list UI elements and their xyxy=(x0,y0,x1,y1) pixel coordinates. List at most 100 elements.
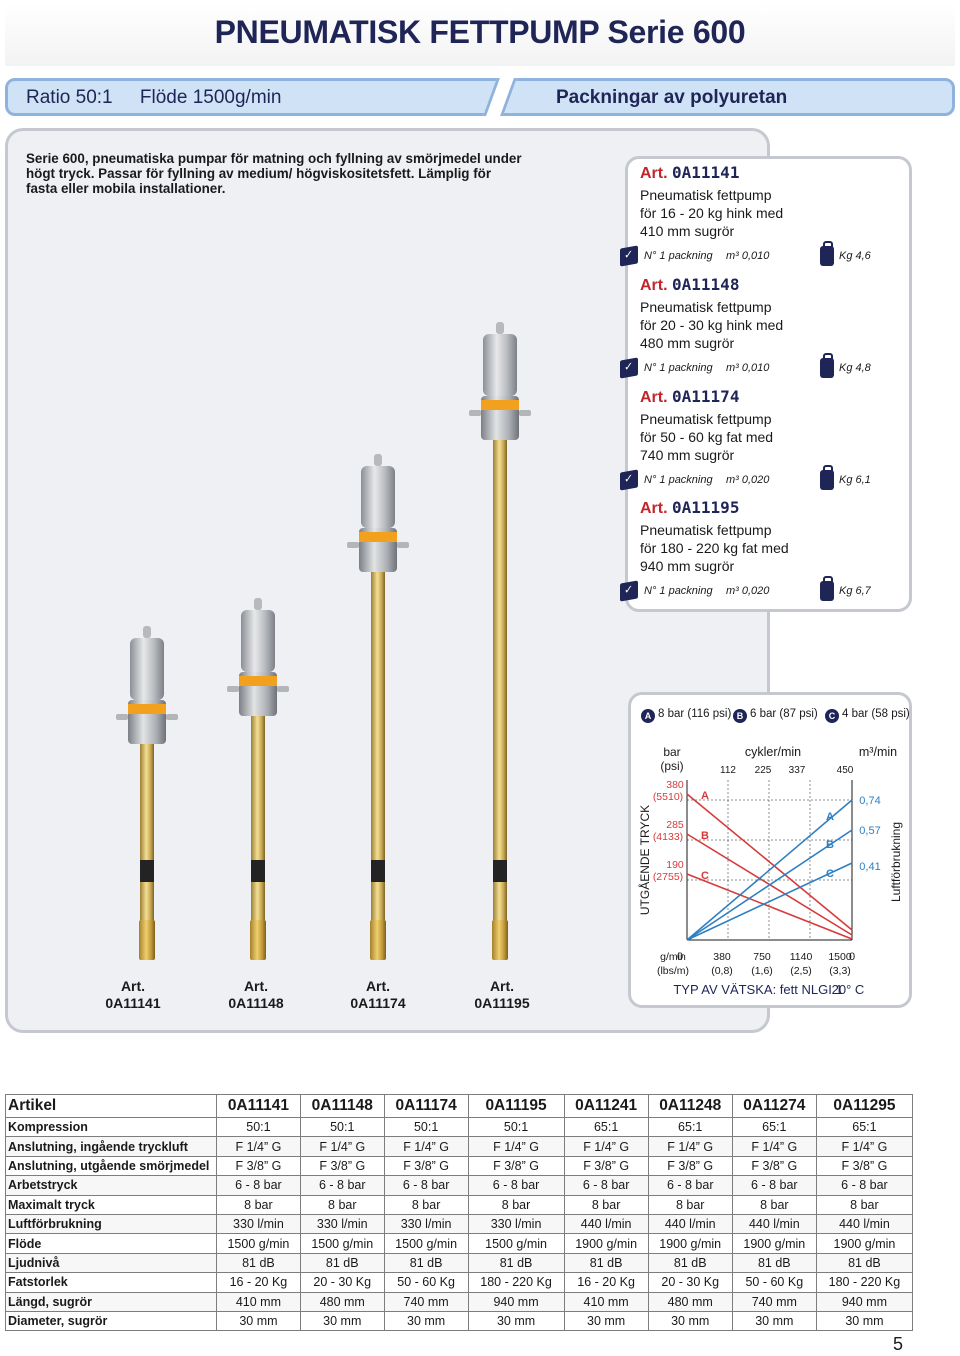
packing-volume: m³ 0,020 xyxy=(726,585,770,597)
caption-prefix: Art. xyxy=(243,978,269,994)
table-cell: 50 - 60 Kg xyxy=(731,1272,817,1293)
table-cell: 81 dB xyxy=(731,1252,817,1274)
pump-cylinder xyxy=(241,610,275,672)
table-cell: F 3/8” G xyxy=(647,1155,733,1177)
article-prefix: Art. xyxy=(640,500,668,517)
table-cell: 6 - 8 bar xyxy=(383,1175,469,1196)
caption-prefix: Art. xyxy=(489,978,515,994)
table-cell: 8 bar xyxy=(216,1194,301,1215)
article-prefix: Art. xyxy=(640,277,668,294)
weight-icon xyxy=(820,241,834,266)
table-cell: 740 mm xyxy=(731,1291,817,1312)
table-cell: F 3/8” G xyxy=(299,1155,385,1177)
table-cell: 330 l/min xyxy=(383,1213,469,1235)
table-cell: 8 bar xyxy=(467,1194,565,1215)
table-cell: 440 l/min xyxy=(815,1213,914,1235)
article-heading: Art. 0A11141 xyxy=(640,163,910,183)
table-cell: 30 mm xyxy=(299,1310,385,1332)
article-desc-line: Pneumatisk fettpump xyxy=(640,411,772,427)
pressure-curve-marker: B xyxy=(701,830,709,842)
table-cell: 81 dB xyxy=(647,1252,733,1274)
article-desc-line: för 16 - 20 kg hink med xyxy=(640,205,784,221)
intro-text: Serie 600, pneumatiska pumpar för matnin… xyxy=(26,151,522,196)
package-icon xyxy=(620,357,638,379)
caption-code: 0A11174 xyxy=(350,995,406,1011)
table-column-header: 0A11241 xyxy=(563,1094,649,1118)
table-cell: 1900 g/min xyxy=(563,1233,649,1254)
article-spec-box xyxy=(625,156,912,612)
suction-tube xyxy=(371,572,385,920)
package-icon xyxy=(620,580,638,602)
article-desc-line: 410 mm sugrör xyxy=(640,223,735,239)
table-cell: 1500 g/min xyxy=(467,1233,565,1254)
caption-prefix: Art. xyxy=(365,978,391,994)
air-curve-marker: C xyxy=(826,868,834,880)
row-label: Ljudnivå xyxy=(5,1252,217,1274)
table-cell: 50:1 xyxy=(216,1116,301,1138)
table-cell: 30 mm xyxy=(647,1310,733,1332)
row-label: Kompression xyxy=(5,1116,217,1138)
table-cell: F 3/8” G xyxy=(216,1155,301,1177)
table-cell: 1900 g/min xyxy=(647,1233,733,1254)
table-cell: F 1/4” G xyxy=(563,1136,649,1157)
table-cell: 180 - 220 Kg xyxy=(815,1272,914,1293)
row-label: Luftförbrukning xyxy=(5,1213,217,1235)
table-cell: 81 dB xyxy=(563,1252,649,1274)
air-curve-marker: A xyxy=(826,811,834,823)
table-cell: F 1/4” G xyxy=(647,1136,733,1157)
table-cell: 1900 g/min xyxy=(815,1233,914,1254)
pressure-tick-psi: (5510) xyxy=(653,791,683,803)
table-cell: 65:1 xyxy=(815,1116,914,1138)
caption-code: 0A11195 xyxy=(474,995,530,1011)
flow-text: Flöde 1500g/min xyxy=(139,87,282,108)
pump-caption: Art.0A11141 xyxy=(88,978,178,1012)
table-cell: F 1/4” G xyxy=(815,1136,914,1157)
subtitle-divider xyxy=(483,78,517,116)
table-cell: 330 l/min xyxy=(467,1213,565,1235)
article-code: 0A11195 xyxy=(672,498,740,517)
pump-caption: Art.0A11148 xyxy=(211,978,301,1012)
article-desc-line: 480 mm sugrör xyxy=(640,335,735,351)
table-cell: 6 - 8 bar xyxy=(299,1175,385,1196)
subtitle-left: Ratio 50:1 Flöde 1500g/min xyxy=(26,87,303,109)
pressure-curve-a xyxy=(686,793,853,931)
table-cell: F 3/8” G xyxy=(731,1155,817,1177)
table-cell: 6 - 8 bar xyxy=(647,1175,733,1196)
pump-cap xyxy=(374,454,382,466)
suction-tube xyxy=(493,440,507,920)
air-tick: 0,41 xyxy=(859,861,880,873)
pump-caption: Art.0A11174 xyxy=(333,978,423,1012)
right-unit: m³/min xyxy=(859,745,897,759)
table-cell: 65:1 xyxy=(647,1116,733,1138)
table-cell: 81 dB xyxy=(815,1252,914,1274)
cycle-tick: 450 xyxy=(837,765,854,776)
air-inlet xyxy=(227,686,239,692)
packing-count: N° 1 packning xyxy=(644,362,713,374)
table-cell: 8 bar xyxy=(563,1194,649,1215)
table-column-header: 0A11141 xyxy=(216,1094,301,1118)
table-cell: 30 mm xyxy=(563,1310,649,1332)
package-icon xyxy=(620,469,638,491)
table-cell: F 3/8” G xyxy=(467,1155,565,1177)
air-curve-c xyxy=(686,862,853,941)
page-number: 5 xyxy=(893,1334,904,1354)
packing-count: N° 1 packning xyxy=(644,474,713,486)
table-cell: 440 l/min xyxy=(731,1213,817,1235)
air-inlet xyxy=(347,542,359,548)
table-cell: 50:1 xyxy=(467,1116,565,1138)
packing-weight: Kg 4,6 xyxy=(839,250,871,262)
row-label: Anslutning, utgående smörjmedel xyxy=(5,1155,217,1177)
table-cell: 330 l/min xyxy=(216,1213,301,1235)
pressure-tick-psi: (4133) xyxy=(653,831,683,843)
